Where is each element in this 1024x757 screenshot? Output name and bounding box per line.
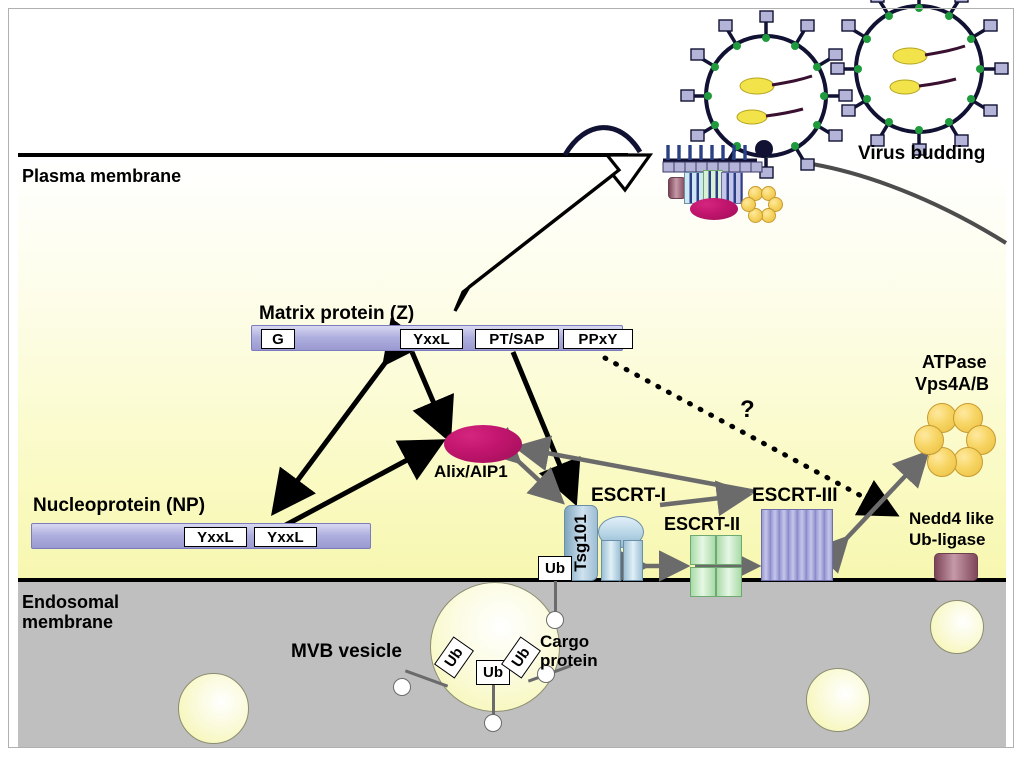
- atpase-label-line1: ATPase: [922, 352, 987, 372]
- escrt2-label: ESCRT-II: [664, 514, 741, 534]
- luminal-vesicle-1: [178, 673, 249, 744]
- escrt1-leg-subunit-1: [601, 540, 621, 581]
- cytoplasm-region: [18, 160, 1006, 580]
- escrt2-subunit-1: [690, 535, 716, 565]
- np-domain-yxxl-1: YxxL: [184, 527, 247, 547]
- cargo-ub-tag: Ub: [538, 556, 572, 581]
- nucleoprotein-label: Nucleoprotein (NP): [33, 495, 206, 516]
- plasma-membrane-label: Plasma membrane: [22, 166, 182, 186]
- cargo-protein-label: Cargo protein: [540, 632, 598, 671]
- mvb-ub-knob-left: [393, 678, 411, 696]
- nedd4-ubligase-shape: [934, 553, 978, 581]
- mvb-ub-stem-center: [492, 682, 495, 724]
- luminal-vesicle-2: [806, 668, 870, 732]
- endosomal-membrane-line: [18, 578, 1006, 582]
- escrt3-filament-block: [761, 509, 833, 581]
- tsg101-shape: Tsg101: [564, 505, 598, 581]
- nedd4-label-line2: Ub-ligase: [909, 530, 986, 549]
- mini-alix-icon: [690, 198, 738, 220]
- mvb-vesicle-label: MVB vesicle: [291, 641, 402, 662]
- extracellular-space: [18, 8, 1006, 160]
- matrix-domain-ptsap: PT/SAP: [475, 329, 559, 349]
- mvb-ub-tag-center: Ub: [476, 660, 510, 685]
- plasma-membrane-line: [18, 153, 628, 157]
- alix-aip1-label: Alix/AIP1: [434, 462, 508, 481]
- atpase-label-line2: Vps4A/B: [915, 374, 990, 394]
- matrix-domain-ppxy: PPxY: [563, 329, 633, 349]
- tsg101-label: Tsg101: [571, 514, 590, 572]
- escrt1-leg-subunit-2: [623, 540, 643, 581]
- cargo-knob: [546, 611, 564, 629]
- escrt3-label: ESCRT-III: [752, 485, 838, 506]
- nedd4-label-line1: Nedd4 like: [909, 509, 995, 528]
- escrt2-subunit-2: [716, 535, 742, 565]
- escrt2-subunit-4: [716, 567, 742, 597]
- luminal-vesicle-3: [930, 600, 984, 654]
- matrix-domain-yxxl: YxxL: [400, 329, 463, 349]
- escrt2-subunit-3: [690, 567, 716, 597]
- unknown-interaction-marker: ?: [740, 396, 755, 423]
- alix-aip1-shape: [444, 425, 522, 463]
- np-domain-yxxl-2: YxxL: [254, 527, 317, 547]
- mvb-ub-knob-right: [537, 665, 555, 683]
- virus-budding-label: Virus budding: [858, 143, 986, 164]
- escrt1-label: ESCRT-I: [591, 485, 666, 506]
- nucleoprotein-bar: YxxL YxxL: [31, 523, 371, 549]
- mvb-ub-knob-center: [484, 714, 502, 732]
- matrix-protein-bar: G YxxL PT/SAP PPxY: [251, 325, 633, 351]
- endosomal-membrane-label: Endosomal membrane: [22, 592, 120, 633]
- cargo-stem: [554, 581, 557, 614]
- matrix-protein-label: Matrix protein (Z): [259, 303, 415, 324]
- matrix-domain-g: G: [261, 329, 295, 349]
